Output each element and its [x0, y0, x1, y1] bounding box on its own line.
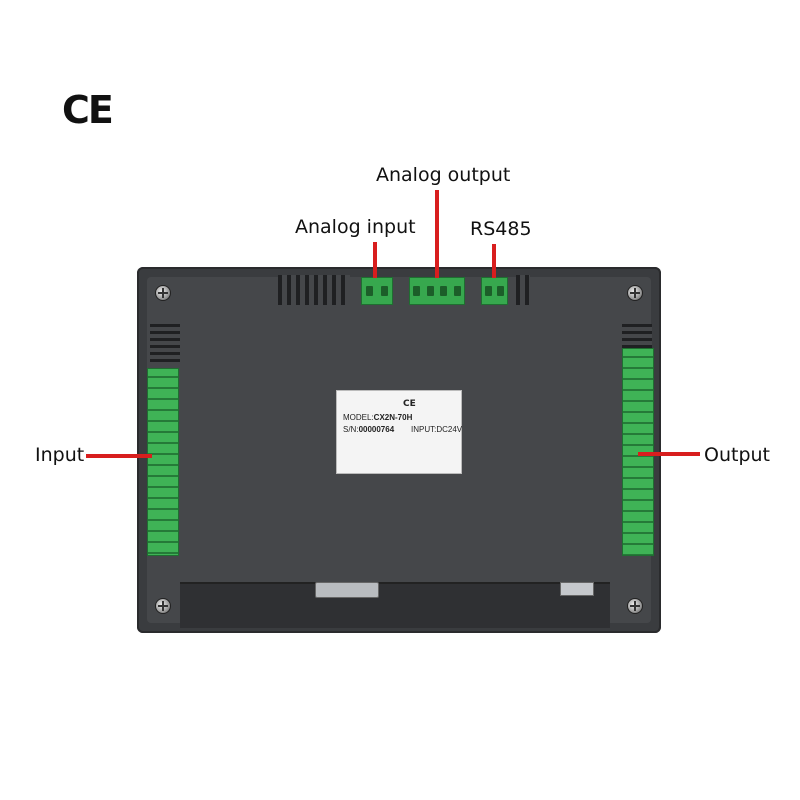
analog-input-terminal[interactable] — [361, 277, 393, 305]
callout-input: Input — [35, 444, 85, 466]
serial-label: S/N:00000764 — [343, 425, 395, 434]
side-vent-right — [622, 324, 652, 348]
bottom-port-recess — [180, 582, 610, 628]
top-vent-right — [516, 275, 530, 305]
callout-output: Output — [704, 444, 770, 466]
callout-rs485: RS485 — [470, 218, 532, 240]
model-value: CX2N-70H — [373, 413, 413, 422]
ce-mark: CE — [62, 88, 114, 132]
analog-output-terminal[interactable] — [409, 277, 465, 305]
rs485-terminal[interactable] — [481, 277, 508, 305]
input-terminal-strip[interactable] — [147, 368, 179, 556]
screw-icon — [155, 598, 171, 614]
screw-icon — [627, 285, 643, 301]
screw-icon — [155, 285, 171, 301]
model-label-sticker: CE MODEL:CX2N-70H S/N:00000764 INPUT:DC2… — [336, 390, 462, 474]
callout-line-output — [638, 452, 700, 456]
usb-port[interactable] — [560, 582, 594, 596]
serial-value: 00000764 — [358, 425, 395, 434]
input-rating-value: DC24V — [436, 425, 463, 434]
model-label: MODEL:CX2N-70H — [343, 413, 413, 422]
callout-line-rs485 — [492, 244, 496, 278]
callout-line-input — [86, 454, 152, 458]
side-vent-left — [150, 324, 180, 364]
callout-line-analog-input — [373, 242, 377, 278]
sticker-ce-mark: CE — [403, 399, 416, 409]
db9-serial-port[interactable] — [315, 582, 379, 598]
callout-line-analog-output — [435, 190, 439, 278]
callout-analog-output: Analog output — [376, 164, 511, 186]
callout-analog-input: Analog input — [295, 216, 416, 238]
input-rating-label: INPUT:DC24V — [411, 425, 463, 434]
screw-icon — [627, 598, 643, 614]
top-vent-left — [278, 275, 350, 305]
